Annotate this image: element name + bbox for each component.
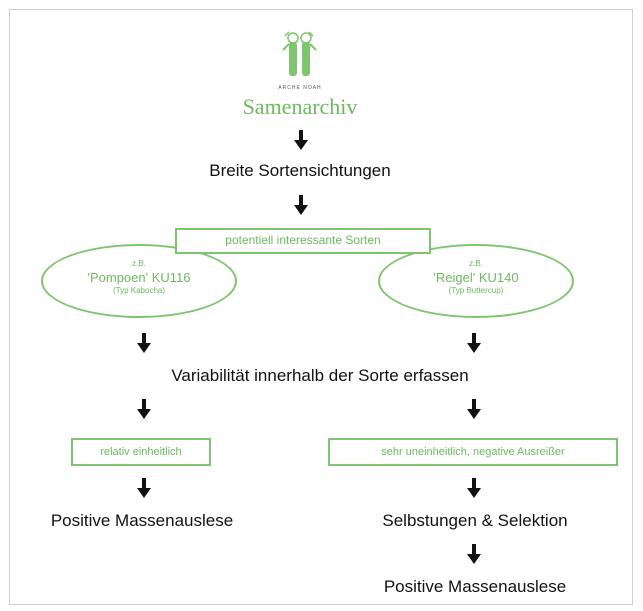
node-potentiell-interessante-sorten: potentiell interessante Sorten: [175, 228, 431, 254]
node-selbstungen-selektion: Selbstungen & Selektion: [382, 511, 568, 530]
variety-right-name: 'Reigel' KU140: [433, 270, 519, 285]
variety-left-name: 'Pompoen' KU116: [87, 270, 191, 285]
arche-noah-logo-icon: [280, 28, 320, 84]
arrow-down-icon: [467, 399, 481, 419]
arrow-down-icon: [137, 399, 151, 419]
arrow-down-icon: [294, 130, 308, 150]
arrow-down-icon: [467, 544, 481, 564]
variety-left-ellipse: z.B. 'Pompoen' KU116 (Typ Kabocha): [41, 244, 237, 318]
variety-left-prefix: z.B.: [132, 259, 146, 268]
logo-label: ARCHE NOAH: [278, 85, 322, 91]
arrow-down-icon: [467, 333, 481, 353]
node-samenarchiv: Samenarchiv: [242, 94, 358, 119]
variety-right-type: (Typ Buttercup): [448, 286, 504, 295]
arrow-down-icon: [467, 478, 481, 498]
node-left-positive-massenauslese: Positive Massenauslese: [50, 511, 234, 530]
variety-left-type: (Typ Kabocha): [112, 286, 166, 295]
variety-right-ellipse: z.B. 'Reigel' KU140 (Typ Buttercup): [378, 244, 574, 318]
variety-right-prefix: z.B.: [469, 259, 483, 268]
node-right-positive-massenauslese: Positive Massenauslese: [383, 577, 567, 596]
arrow-down-icon: [137, 333, 151, 353]
arrow-down-icon: [137, 478, 151, 498]
arrow-down-icon: [294, 195, 308, 215]
node-variabilitaet: Variabilität innerhalb der Sorte erfasse…: [171, 366, 469, 385]
node-relativ-einheitlich: relativ einheitlich: [71, 438, 211, 466]
node-sehr-uneinheitlich: sehr uneinheitlich, negative Ausreißer: [328, 438, 618, 466]
node-breite-sortensichtungen: Breite Sortensichtungen: [209, 161, 391, 180]
